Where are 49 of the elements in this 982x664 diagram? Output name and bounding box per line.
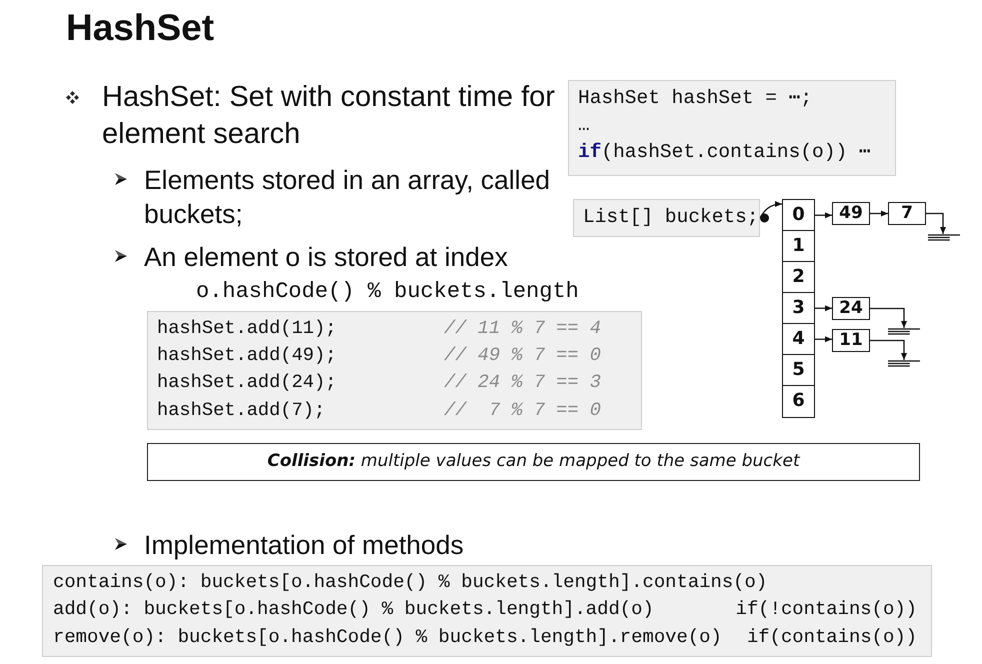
bucket-index: 4 bbox=[782, 323, 815, 356]
code-line: add(o): buckets[o.hashCode() % buckets.length].add(o) bbox=[53, 597, 654, 622]
ground-icon bbox=[928, 234, 960, 241]
code-panel bbox=[568, 80, 896, 176]
variable-declaration: List[] buckets; bbox=[573, 199, 760, 237]
bullet-text: Implementation of methods bbox=[144, 529, 464, 562]
code-line: remove(o): buckets[o.hashCode() % buckets.length].remove(o) bbox=[53, 625, 722, 650]
code-panel bbox=[147, 311, 642, 430]
bucket-index: 2 bbox=[782, 261, 815, 294]
code-line: hashSet.add(24); bbox=[157, 370, 336, 395]
code-comment: // 49 % 7 == 0 bbox=[444, 343, 602, 368]
code-line: HashSet hashSet = ⋯; bbox=[578, 86, 812, 111]
code-line: contains(o): buckets[o.hashCode() % buckets.length].contains(o) bbox=[53, 570, 768, 595]
bullet-text: Elements stored in an array, called buckets; bbox=[144, 164, 552, 231]
code-line: if(hashSet.contains(o)) ⋯ bbox=[578, 140, 871, 165]
list-node: 49 bbox=[832, 202, 870, 225]
code-comment: // 11 % 7 == 4 bbox=[444, 316, 602, 341]
code-condition: if(!contains(o)) bbox=[736, 597, 917, 622]
code-comment: // 24 % 7 == 3 bbox=[444, 370, 602, 395]
code-line: hashSet.add(49); bbox=[157, 343, 336, 368]
list-node: 11 bbox=[832, 329, 870, 352]
bucket-index: 3 bbox=[782, 292, 815, 324]
code-panel bbox=[42, 565, 932, 657]
bullet-text: An element o is stored at index bbox=[144, 241, 508, 274]
pointer-arrow bbox=[759, 201, 782, 222]
list-node: 7 bbox=[888, 202, 926, 225]
arrow bbox=[870, 210, 888, 216]
ground-icon bbox=[888, 328, 920, 335]
code-line: hashSet.add(7); bbox=[157, 398, 326, 423]
bucket-index: 6 bbox=[782, 385, 815, 418]
code-expression: o.hashCode() % buckets.length bbox=[196, 278, 579, 306]
bullet-text: HashSet: Set with constant time for element search bbox=[102, 80, 556, 152]
code-line: hashSet.add(11); bbox=[157, 316, 336, 341]
arrow bbox=[815, 305, 832, 312]
code-comment: // 7 % 7 == 0 bbox=[444, 398, 602, 423]
ground-icon bbox=[888, 360, 920, 367]
code-condition: if(contains(o)) bbox=[746, 625, 917, 650]
arrow bbox=[815, 336, 832, 342]
collision-note: Collision: multiple values can be mapped to the same bucket bbox=[147, 443, 920, 481]
arrow bbox=[870, 340, 907, 360]
bucket-index: 5 bbox=[782, 354, 815, 386]
arrow bbox=[870, 308, 907, 328]
code-line: … bbox=[578, 113, 590, 138]
bucket-index: 0 bbox=[782, 199, 815, 232]
arrow bbox=[926, 212, 946, 234]
slide-title: HashSet bbox=[66, 6, 214, 50]
arrow bbox=[815, 212, 832, 218]
list-node: 24 bbox=[832, 297, 870, 320]
bucket-index: 1 bbox=[782, 230, 815, 262]
